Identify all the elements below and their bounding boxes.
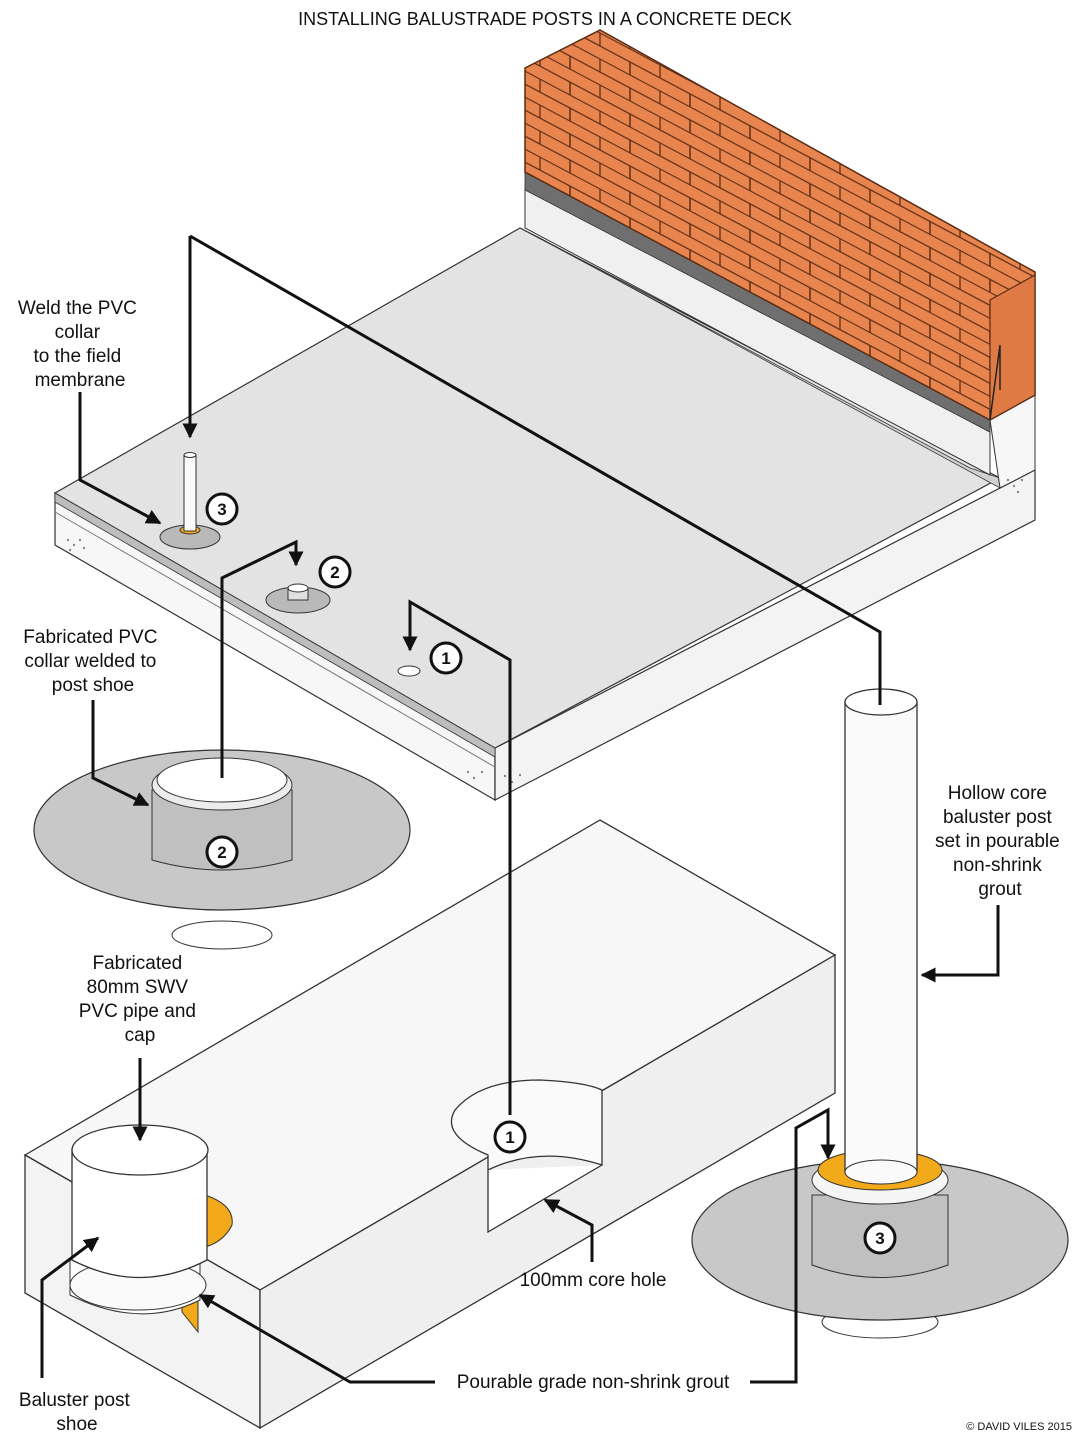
- pvc-pipe-cap: [71, 1149, 208, 1279]
- concrete-block: [23, 819, 837, 1430]
- diagram-title: INSTALLING BALUSTRADE POSTS IN A CONCRET…: [298, 9, 792, 29]
- svg-text:1: 1: [505, 1128, 514, 1147]
- label-weld-collar: Weld the PVC collar to the field membran…: [18, 298, 142, 391]
- detail-collar-2: [33, 749, 411, 950]
- step-marker-3-deck: 3: [205, 492, 239, 526]
- label-fabricated-collar: Fabricated PVC collar welded to post sho…: [23, 627, 162, 696]
- svg-text:2: 2: [217, 843, 226, 862]
- step-marker-2-deck: 2: [318, 555, 352, 589]
- svg-text:1: 1: [441, 649, 450, 668]
- svg-text:2: 2: [330, 563, 339, 582]
- label-fabricated-pipe: Fabricated 80mm SWV PVC pipe and cap: [79, 953, 202, 1046]
- copyright-text: © DAVID VILES 2015: [966, 1421, 1072, 1433]
- baluster-post: [844, 701, 918, 1173]
- step-marker-2-detail: 2: [205, 835, 239, 869]
- step-marker-1-detail: 1: [493, 1120, 527, 1154]
- label-post-shoe: Baluster post shoe: [19, 1390, 135, 1435]
- label-grout: Pourable grade non-shrink grout: [457, 1372, 730, 1393]
- svg-text:3: 3: [217, 500, 226, 519]
- svg-text:3: 3: [875, 1229, 884, 1248]
- label-hollow-core: Hollow core baluster post set in pourabl…: [935, 783, 1065, 900]
- leader-lines: [40, 234, 1000, 1384]
- core-hole: [450, 1079, 603, 1172]
- step-marker-3-detail: 3: [863, 1221, 897, 1255]
- brick-wall: [524, 29, 1036, 422]
- deck-core-hole-1: [397, 665, 421, 677]
- deck-collar-2: [265, 583, 331, 614]
- label-core-hole: 100mm core hole: [520, 1270, 667, 1291]
- concrete-deck: [53, 171, 1036, 802]
- deck-post-3: [159, 452, 221, 550]
- step-marker-1-deck: 1: [429, 641, 463, 675]
